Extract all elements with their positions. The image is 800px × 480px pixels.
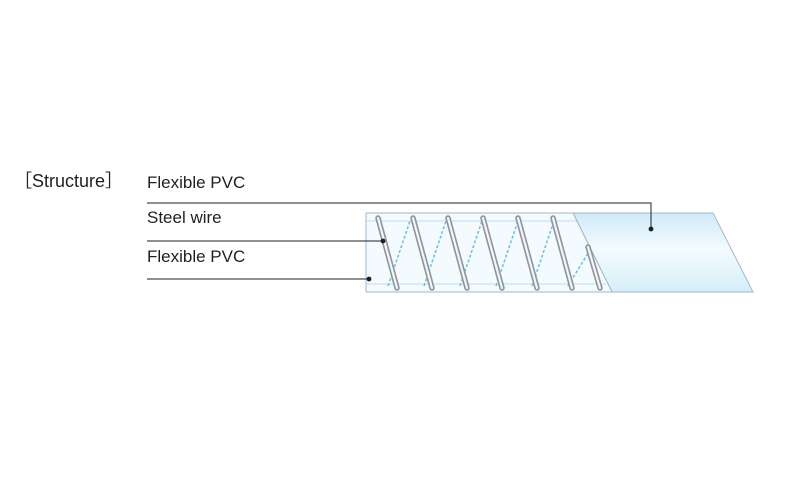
steel-wire-front-strands	[375, 215, 603, 291]
leader-outer-pvc	[147, 202, 654, 232]
label-steel-wire: Steel wire	[147, 208, 222, 227]
structure-heading: ［Structure］	[14, 171, 124, 191]
leader-steel-wire	[147, 238, 386, 244]
leader-inner-pvc	[147, 276, 372, 282]
inner-pvc-tube	[365, 212, 613, 293]
label-outer-flexible-pvc: Flexible PVC	[147, 173, 246, 192]
label-inner-flexible-pvc: Flexible PVC	[147, 247, 246, 266]
